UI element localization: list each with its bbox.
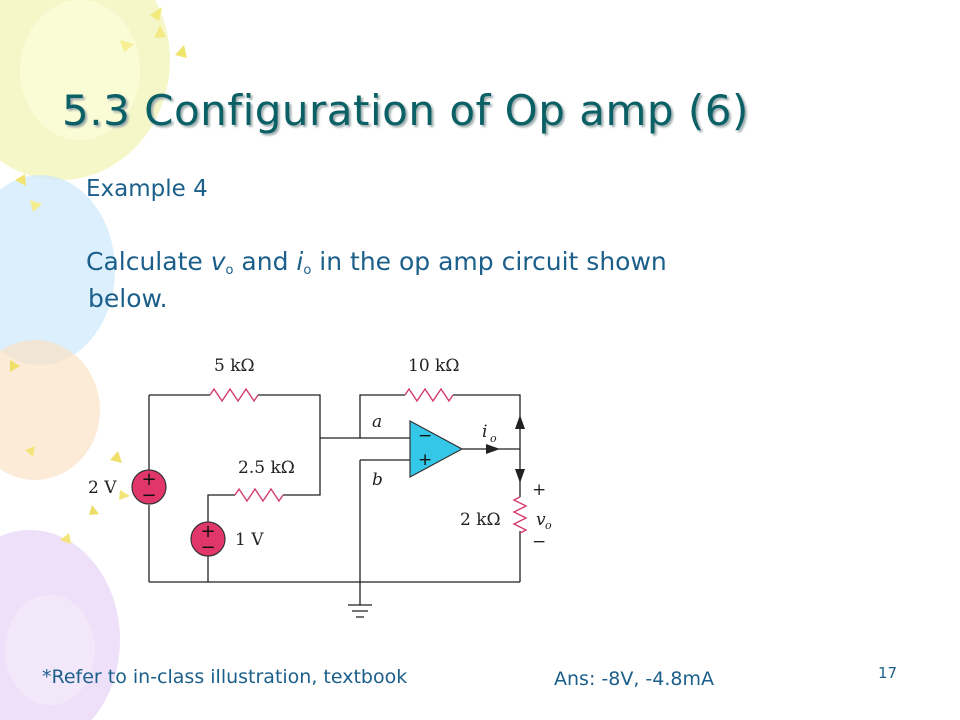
svg-text:−: − [141, 485, 156, 506]
question-suffix: in the op amp circuit shown [311, 247, 667, 276]
resistor-2-5k [234, 487, 284, 503]
svg-text:+: + [141, 469, 156, 490]
label-5k: 5 kΩ [214, 356, 255, 376]
label-2-5k: 2.5 kΩ [238, 458, 295, 478]
label-10k: 10 kΩ [408, 356, 459, 376]
page-number: 17 [878, 664, 898, 682]
vo-subscript: o [225, 263, 234, 278]
slide-title: 5.3 Configuration of Op amp (6) [62, 86, 749, 135]
textbook-footnote: *Refer to in-class illustration, textboo… [42, 666, 408, 688]
resistor-5k [209, 387, 259, 403]
svg-text:−: − [200, 537, 215, 558]
question-text: Calculate vo and io in the op amp circui… [86, 248, 866, 313]
vo-variable: v [210, 247, 226, 276]
svg-text:+: + [418, 450, 432, 470]
svg-text:−: − [418, 426, 432, 446]
example-label: Example 4 [86, 176, 208, 202]
question-line2: below. [88, 284, 168, 313]
label-io: i [482, 422, 487, 442]
label-node-b: b [372, 470, 383, 490]
label-2v: 2 V [88, 478, 117, 498]
question-prefix: Calculate [86, 247, 211, 276]
question-mid: and [233, 247, 297, 276]
io-variable: i [296, 247, 304, 276]
label-io-sub: o [490, 432, 497, 445]
label-vo-plus: + [532, 480, 546, 500]
svg-text:+: + [200, 521, 215, 542]
label-vo-sub: o [545, 519, 552, 532]
label-node-a: a [372, 412, 382, 432]
voltage-source-1v [190, 521, 226, 557]
answer-text: Ans: -8V, -4.8mA [554, 668, 714, 690]
voltage-source-2v [131, 469, 167, 505]
io-subscript: o [303, 263, 312, 278]
label-1v: 1 V [235, 530, 264, 550]
label-vo-minus: − [532, 532, 546, 552]
label-2k: 2 kΩ [460, 510, 501, 530]
resistor-2k [512, 496, 528, 534]
op-amp-circuit-diagram: + − + − − + 5 kΩ 10 kΩ 2.5 kΩ 2 kΩ 2 V 1… [88, 356, 552, 618]
resistor-10k [404, 387, 454, 403]
op-amp-triangle [409, 419, 464, 479]
label-vo: v [536, 510, 546, 530]
